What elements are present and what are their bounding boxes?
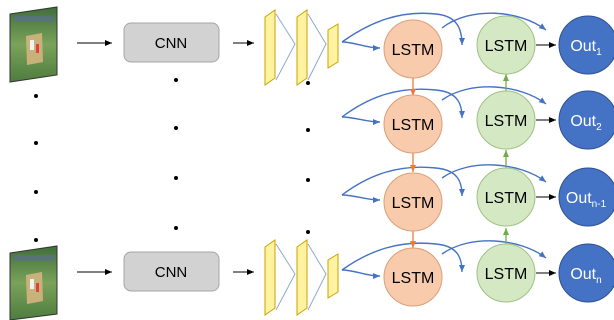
output-node-row4: Outn — [558, 243, 614, 303]
frame-image-bottom — [9, 245, 58, 320]
feature-connections — [341, 12, 547, 279]
lstm-forward-row1: LSTM — [383, 19, 443, 79]
lstm-backward-row4: LSTM — [476, 243, 536, 303]
lstm-forward-label: LSTM — [392, 117, 435, 134]
lstm-forward-row4: LSTM — [383, 247, 443, 307]
lstm-forward-label: LSTM — [392, 42, 435, 59]
output-label: Out — [570, 113, 596, 130]
ellipsis-dots — [34, 78, 310, 242]
lstm-backward-label: LSTM — [485, 190, 528, 207]
output-node-row1: Out1 — [558, 15, 614, 75]
lstm-forward-label: LSTM — [392, 195, 435, 212]
output-node-row3: Outn-1 — [558, 167, 614, 227]
lstm-backward-row3: LSTM — [476, 167, 536, 227]
lstm-forward-label: LSTM — [392, 270, 435, 287]
cnn-box-top: CNN — [123, 22, 220, 63]
lstm-backward-label: LSTM — [485, 266, 528, 283]
cnn-label-top: CNN — [155, 35, 188, 52]
lstm-backward-label: LSTM — [485, 38, 528, 55]
cnn-label-bottom: CNN — [155, 264, 188, 281]
svg-text:Out1: Out1 — [570, 38, 602, 58]
feature-maps-bottom — [264, 239, 339, 316]
output-subscript: 2 — [596, 122, 602, 133]
lstm-backward-row1: LSTM — [476, 15, 536, 75]
output-subscript: n — [596, 275, 602, 286]
frame-image-top — [9, 6, 58, 83]
lstm-backward-label: LSTM — [485, 113, 528, 130]
cnn-box-bottom: CNN — [123, 251, 220, 292]
output-label: Out — [570, 38, 596, 55]
output-subscript: 1 — [596, 47, 602, 58]
output-label: Out — [570, 266, 596, 283]
feature-maps-top — [264, 9, 339, 86]
svg-text:Outn-1: Outn-1 — [566, 190, 607, 210]
lstm-forward-row2: LSTM — [383, 94, 443, 154]
lstm-backward-row2: LSTM — [476, 90, 536, 150]
svg-text:Outn: Outn — [570, 266, 601, 286]
output-label: Out — [566, 190, 592, 207]
svg-text:Out2: Out2 — [570, 113, 602, 133]
lstm-to-output-arrows — [536, 42, 556, 276]
output-subscript: n-1 — [592, 199, 607, 210]
lstm-forward-row3: LSTM — [383, 172, 443, 232]
output-node-row2: Out2 — [558, 90, 614, 150]
